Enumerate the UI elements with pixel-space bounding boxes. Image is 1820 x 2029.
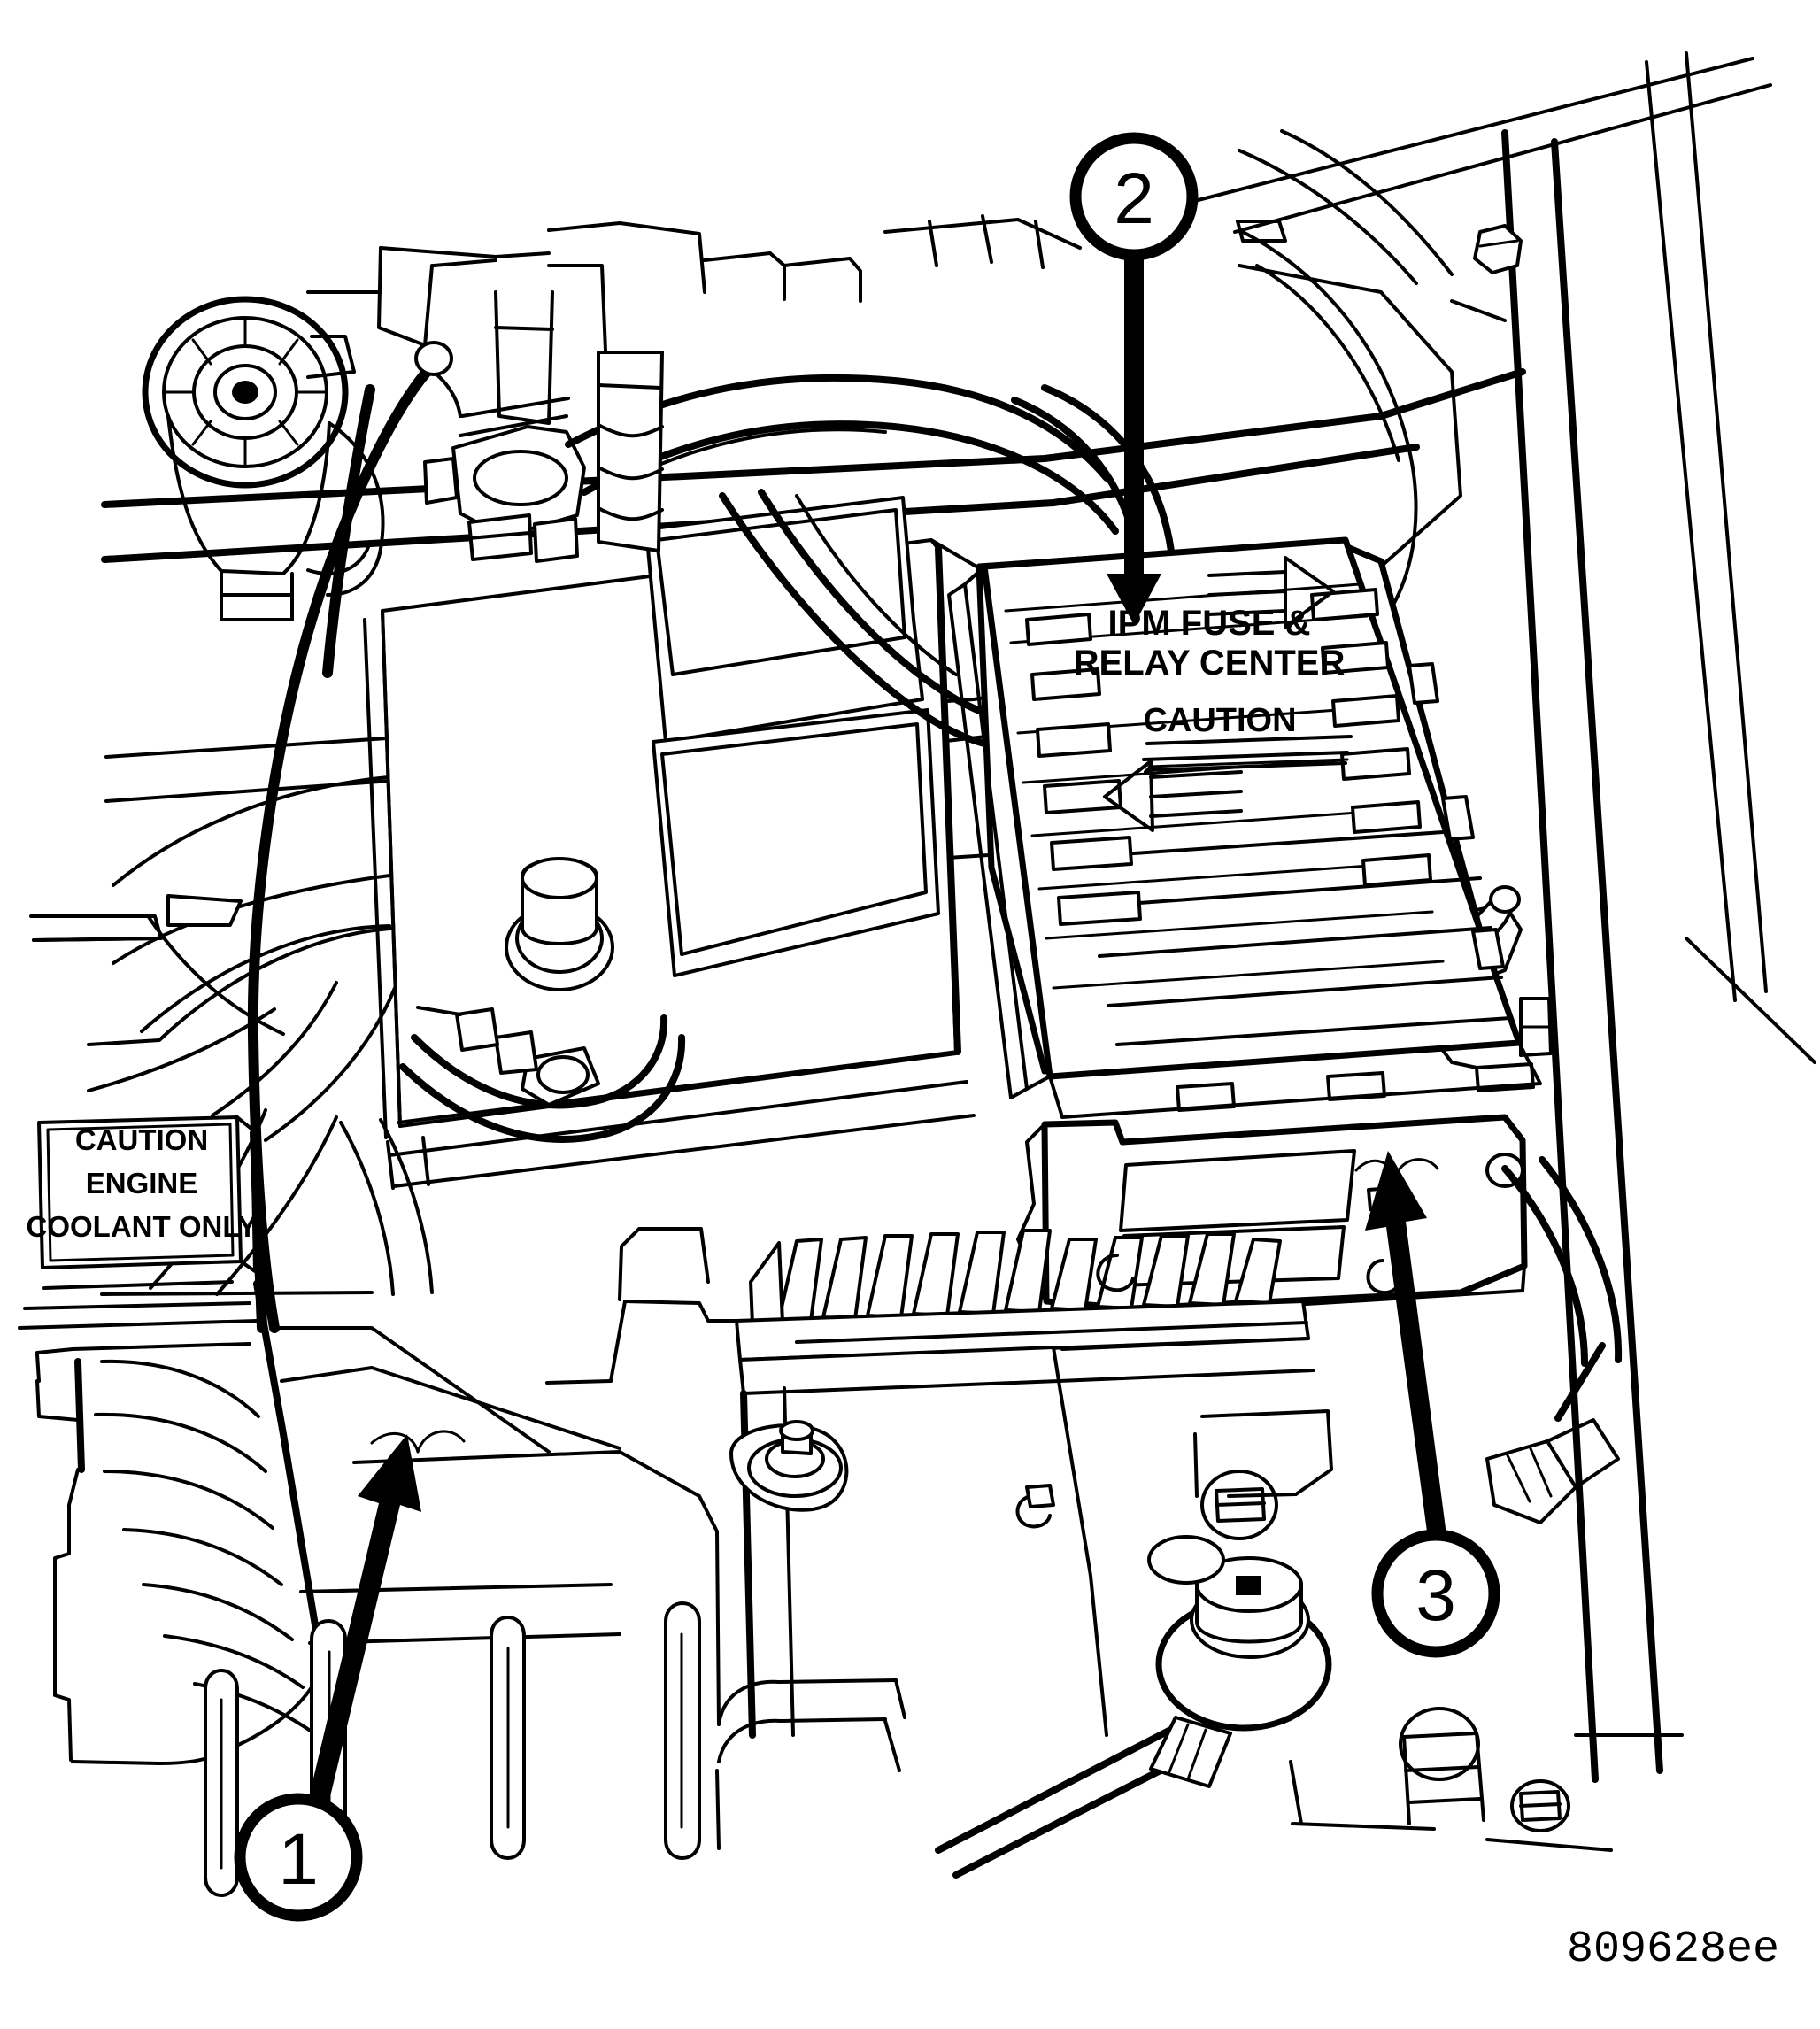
figure-id-label: 809628ee [1567,1925,1779,1975]
air-cleaner-housing [274,1227,1315,1739]
callout-3-leader-arrow [1354,1151,1446,1535]
coolant-decal-line3: COOLANT ONLY [27,1210,258,1243]
lid-arrow-left-icon [1103,760,1243,832]
fender-rail [1450,51,1816,1783]
callout-2[interactable]: 2 [1069,132,1199,261]
callout-3-number: 3 [1415,1555,1456,1636]
ipm-label-line2: RELAY CENTER [1074,644,1346,683]
coolant-decal-line1: CAUTION [75,1123,208,1156]
ipm-label-line1: IPM FUSE & [1108,604,1311,643]
callout-1-number: 1 [278,1819,319,1900]
battery [363,496,1064,1190]
coolant-reservoir [29,296,586,1296]
coolant-hose [35,1280,322,1765]
coolant-caution-decal [18,1115,267,1333]
battery-terminal-clamp [423,397,586,563]
callout-1[interactable]: 1 [234,1793,363,1922]
coolant-decal-text-group: CAUTION ENGINE COOLANT ONLY [27,1123,258,1243]
callout-2-leader-arrow [1107,255,1161,625]
callout-3[interactable]: 3 [1371,1529,1500,1658]
callout-1-leader-arrow [309,1430,466,1808]
positive-cable [247,341,462,1333]
reservoir-cap [142,296,385,621]
coolant-decal-line2: ENGINE [86,1167,198,1200]
ipm-caution-label: CAUTION [1143,702,1296,739]
ipm-label-group: IPM FUSE & RELAY CENTER CAUTION [1074,604,1346,739]
lower-frame-lines [1289,1733,1684,1852]
callout-2-number: 2 [1114,158,1154,239]
ipm-fuse-relay-center [947,536,1542,1321]
battery-cable-loop [399,1006,686,1143]
lid-arrow-right-icon [1207,556,1335,629]
mounting-hardware [729,1156,1623,1879]
